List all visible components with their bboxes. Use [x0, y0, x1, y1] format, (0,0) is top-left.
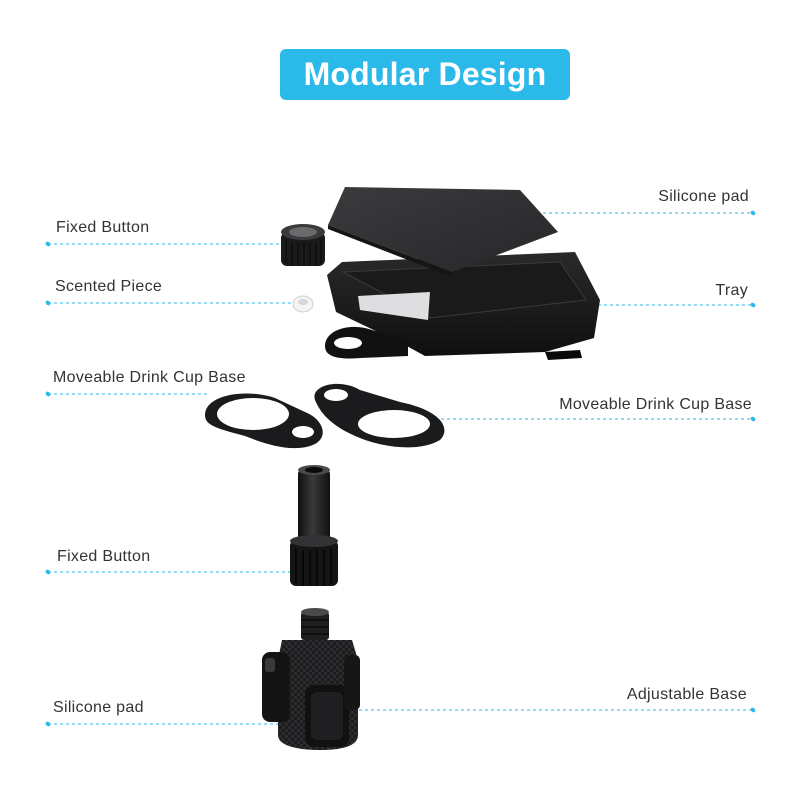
label-tray: Tray — [715, 282, 748, 299]
label-silicone-pad-top: Silicone pad — [658, 188, 749, 205]
drink-cup-base-left — [205, 393, 323, 449]
label-silicone-pad-bottom: Silicone pad — [53, 699, 144, 716]
title-text: Modular Design — [303, 56, 547, 92]
adjustable-base — [262, 608, 360, 750]
label-fixed-button-bottom: Fixed Button — [57, 548, 151, 565]
label-moveable-cup-base-left: Moveable Drink Cup Base — [53, 369, 246, 386]
scented-piece — [292, 295, 314, 313]
silicone-pad — [328, 187, 558, 277]
fixed-button-cap — [281, 224, 325, 266]
tray — [325, 252, 600, 360]
page-title: Modular Design — [280, 49, 570, 100]
label-adjustable-base: Adjustable Base — [626, 686, 747, 703]
drink-cup-base-right — [314, 383, 445, 448]
label-fixed-button-top: Fixed Button — [56, 219, 150, 236]
label-scented-piece: Scented Piece — [55, 278, 163, 295]
leader-lines — [45, 210, 756, 727]
label-moveable-cup-base-right: Moveable Drink Cup Base — [559, 396, 752, 413]
post — [290, 465, 338, 586]
